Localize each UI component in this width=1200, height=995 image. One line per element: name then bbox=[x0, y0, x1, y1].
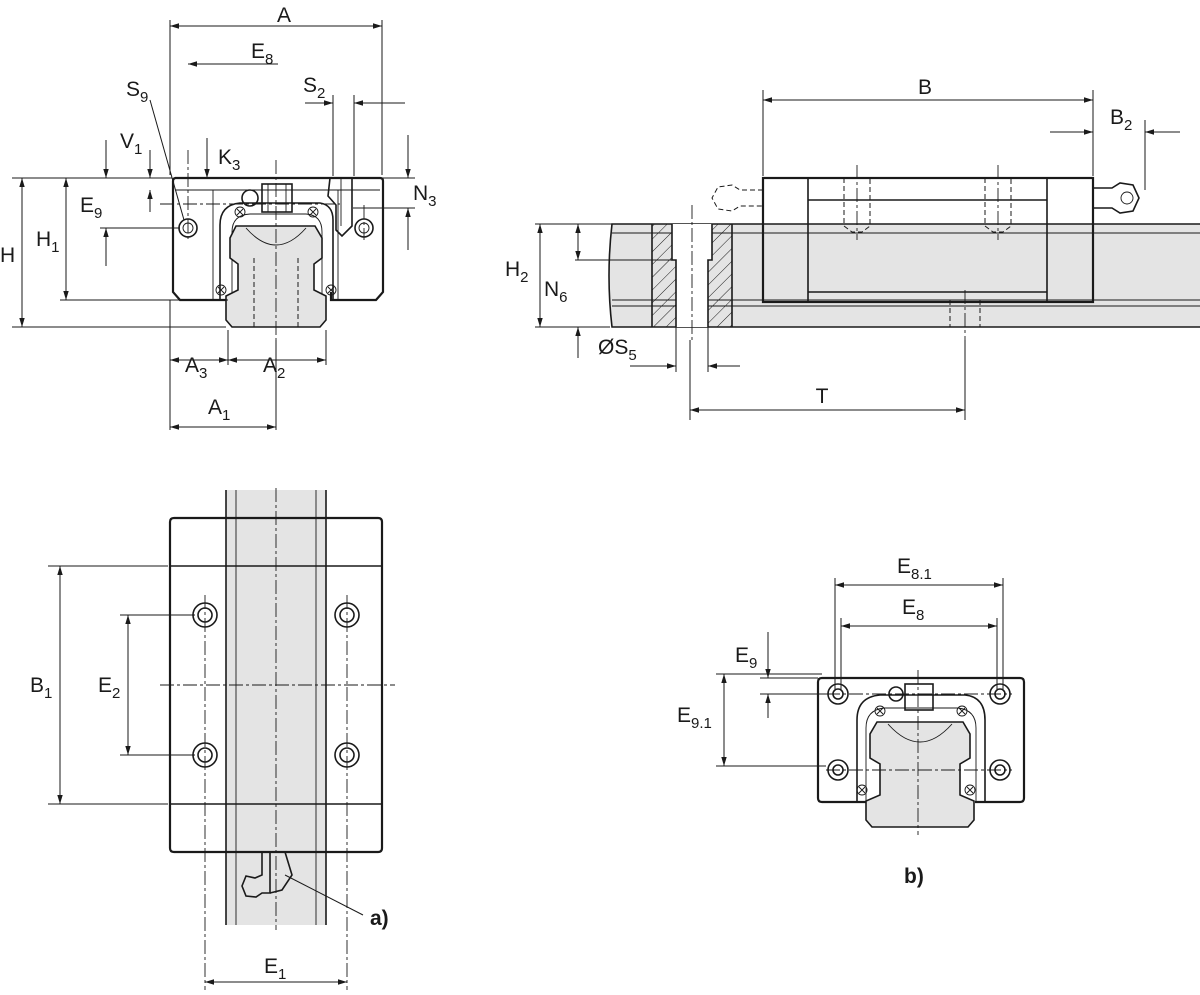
dim-S5: ØS5 bbox=[598, 336, 637, 364]
detail-carriage-body bbox=[816, 676, 1026, 804]
dim-S9: S9 bbox=[126, 78, 148, 106]
dim-E8: E8 bbox=[251, 40, 273, 68]
dim-T: T bbox=[816, 385, 829, 408]
top-view: a) B1 E2 E1 bbox=[30, 488, 395, 990]
dim-A2: A2 bbox=[263, 354, 285, 382]
dim-E9-detail: E9 bbox=[735, 644, 757, 672]
dim-E1: E1 bbox=[264, 955, 286, 983]
dim-K3: K3 bbox=[218, 146, 240, 174]
detail-b-view: E8.1 E8 E9 E9.1 b) bbox=[677, 555, 1026, 888]
dim-S2: S2 bbox=[303, 74, 325, 102]
dim-E2: E2 bbox=[98, 674, 120, 702]
note-b: b) bbox=[904, 865, 924, 888]
front-view: A E8 S9 S2 V1 K3 N3 E9 H1 H A3 bbox=[0, 4, 437, 430]
dim-A1: A1 bbox=[208, 396, 230, 424]
dim-E81: E8.1 bbox=[897, 555, 932, 583]
dim-B2: B2 bbox=[1110, 106, 1132, 134]
note-a: a) bbox=[370, 907, 389, 930]
dim-A3: A3 bbox=[185, 354, 207, 382]
dim-E91: E9.1 bbox=[677, 704, 712, 732]
dim-A: A bbox=[277, 4, 291, 27]
dim-E9: E9 bbox=[80, 194, 102, 222]
dim-E8-detail: E8 bbox=[902, 596, 924, 624]
dim-B: B bbox=[918, 76, 932, 99]
top-carriage-body bbox=[168, 516, 384, 854]
dim-V1: V1 bbox=[120, 130, 142, 158]
side-carriage-body bbox=[761, 176, 1095, 304]
dim-H: H bbox=[0, 244, 15, 267]
side-view: B B2 H2 N6 ØS5 T bbox=[505, 76, 1200, 420]
dim-N3: N3 bbox=[413, 182, 437, 210]
dim-N6: N6 bbox=[544, 278, 568, 306]
dim-H2: H2 bbox=[505, 258, 529, 286]
dim-B1: B1 bbox=[30, 674, 52, 702]
dim-H1: H1 bbox=[36, 228, 60, 256]
